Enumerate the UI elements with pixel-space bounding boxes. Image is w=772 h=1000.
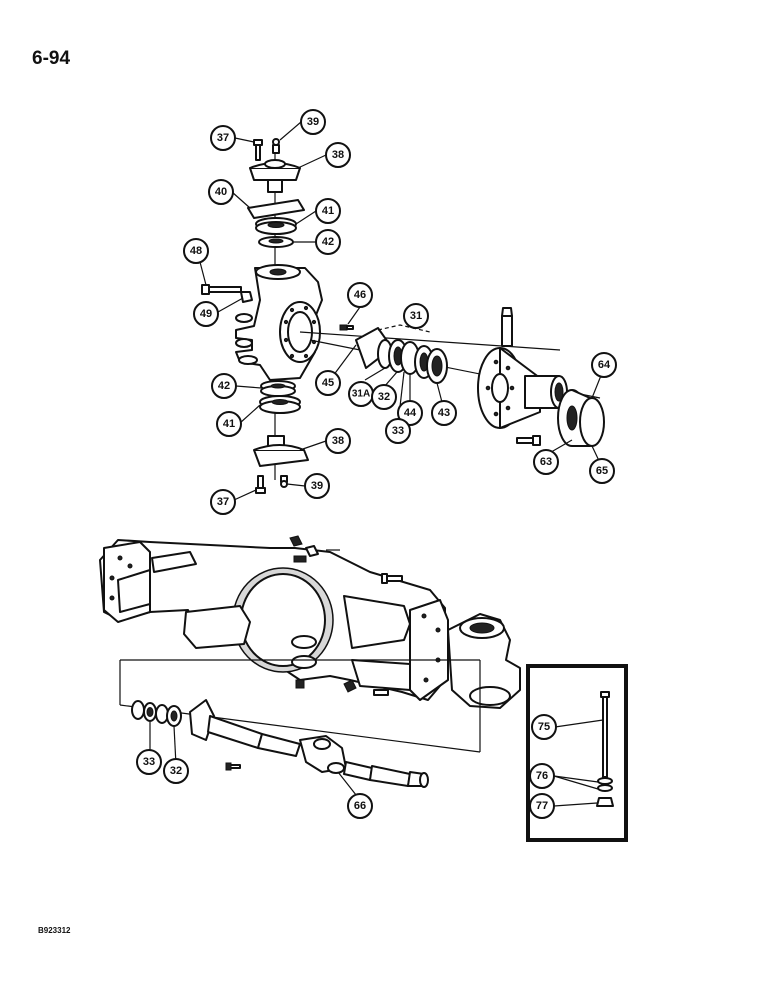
top-cap [249, 159, 301, 193]
grease-fitting-top [272, 138, 280, 154]
inset-bolt [596, 691, 614, 807]
wheel-hub [477, 347, 568, 429]
axle-housing [99, 535, 449, 701]
svg-text:42: 42 [218, 380, 230, 392]
callout-40: 40 [208, 179, 234, 205]
svg-text:37: 37 [217, 132, 229, 144]
callout-41-top: 41 [315, 198, 341, 224]
callout-32-hub: 32 [371, 384, 397, 410]
svg-text:38: 38 [332, 149, 344, 161]
svg-text:31A: 31A [352, 389, 370, 400]
bolt-48 [201, 284, 253, 303]
callout-37-bottom: 37 [210, 489, 236, 515]
svg-text:33: 33 [143, 756, 155, 768]
axle-yoke [447, 613, 521, 709]
callout-39-bottom: 39 [304, 473, 330, 499]
callout-33-shaft: 33 [136, 749, 162, 775]
bearing-cone-top [255, 217, 297, 235]
callout-37-top: 37 [210, 125, 236, 151]
svg-text:65: 65 [596, 465, 608, 477]
svg-text:48: 48 [190, 245, 202, 257]
callout-32-shaft: 32 [163, 758, 189, 784]
callout-75: 75 [531, 714, 557, 740]
svg-text:38: 38 [332, 435, 344, 447]
svg-text:63: 63 [540, 456, 552, 468]
svg-text:66: 66 [354, 800, 366, 812]
svg-text:33: 33 [392, 425, 404, 437]
callout-46: 46 [347, 282, 373, 308]
svg-text:41: 41 [223, 418, 235, 430]
svg-text:32: 32 [170, 765, 182, 777]
callout-33-hub: 33 [385, 418, 411, 444]
callout-76: 76 [529, 763, 555, 789]
svg-text:31: 31 [410, 310, 422, 322]
callout-42-top: 42 [315, 229, 341, 255]
svg-text:76: 76 [536, 770, 548, 782]
leader-lines [149, 121, 605, 807]
grease-fitting-bottom [280, 475, 288, 488]
bottom-cap [253, 435, 309, 467]
bearing-cup-bottom [260, 380, 296, 397]
gasket-top [247, 199, 305, 219]
figure-code: B923312 [38, 926, 71, 935]
hub-assembly [299, 307, 605, 447]
bolt-bottom [255, 475, 266, 494]
callout-45: 45 [315, 370, 341, 396]
svg-text:44: 44 [404, 407, 417, 419]
svg-text:41: 41 [322, 205, 334, 217]
svg-text:32: 32 [378, 391, 390, 403]
callout-65: 65 [589, 458, 615, 484]
callout-41-bottom: 41 [216, 411, 242, 437]
svg-text:75: 75 [538, 721, 550, 733]
callout-63: 63 [533, 449, 559, 475]
callout-38-top: 38 [325, 142, 351, 168]
page-number: 6-94 [32, 48, 71, 69]
callout-43: 43 [431, 400, 457, 426]
svg-text:42: 42 [322, 236, 334, 248]
steering-knuckle [235, 264, 323, 381]
callout-44: 44 [397, 400, 423, 426]
callout-31: 31 [403, 303, 429, 329]
svg-text:43: 43 [438, 407, 450, 419]
bearing-cone-bottom [259, 395, 301, 414]
bolt-63 [516, 435, 541, 446]
bolt-top [253, 139, 263, 161]
seal-and-bearings [377, 339, 448, 384]
svg-text:64: 64 [598, 359, 611, 371]
svg-text:49: 49 [200, 308, 212, 320]
svg-text:45: 45 [322, 377, 334, 389]
callout-48: 48 [183, 238, 209, 264]
wheel-stud [501, 307, 513, 347]
callout-38-bottom: 38 [325, 428, 351, 454]
svg-text:37: 37 [217, 496, 229, 508]
svg-text:77: 77 [536, 800, 548, 812]
callout-39-top: 39 [300, 109, 326, 135]
callout-64: 64 [591, 352, 617, 378]
svg-text:39: 39 [307, 116, 319, 128]
svg-text:40: 40 [215, 186, 227, 198]
callout-42-bottom: 42 [211, 373, 237, 399]
callout-66: 66 [347, 793, 373, 819]
svg-text:39: 39 [311, 480, 323, 492]
bearing-cup-top [258, 236, 294, 248]
ring-gear-carrier [557, 389, 605, 447]
svg-text:46: 46 [354, 289, 366, 301]
axle-shaft-assembly [131, 699, 429, 788]
callout-49: 49 [193, 301, 219, 327]
callout-31a: 31A [348, 381, 374, 407]
callout-77: 77 [529, 793, 555, 819]
